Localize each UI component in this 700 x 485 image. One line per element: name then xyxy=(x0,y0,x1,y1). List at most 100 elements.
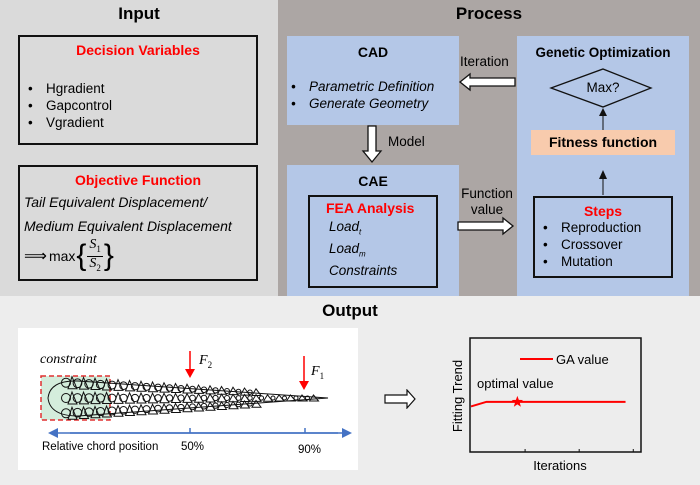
fea-analysis-box: FEA Analysis Loadt Loadm Constraints xyxy=(308,195,438,288)
list-item: Reproduction xyxy=(539,219,671,236)
x-ticks xyxy=(524,449,634,452)
lattice-node xyxy=(154,383,162,392)
fitting-trend-chart: GA value optimal value Iterations Fittin… xyxy=(450,337,642,473)
decision-variables-box: Decision Variables Hgradient Gapcontrol … xyxy=(18,35,258,145)
implies-arrow-icon: ⟹ xyxy=(24,248,47,266)
model-label: Model xyxy=(388,134,425,149)
lattice-node xyxy=(247,395,253,401)
numerator: S xyxy=(89,237,97,252)
lattice-cell xyxy=(216,400,228,410)
lattice-cell xyxy=(124,403,136,417)
process-title: Process xyxy=(455,4,523,23)
arrowhead-icon xyxy=(599,170,607,179)
lattice-node xyxy=(154,394,162,402)
optimal-value-star-icon xyxy=(511,395,524,407)
lattice-cell xyxy=(113,404,124,417)
chart-frame xyxy=(469,337,642,453)
lattice-node xyxy=(224,402,230,409)
constraints-label: Constraints xyxy=(329,263,398,279)
fitness-function-box: Fitness function xyxy=(531,130,675,155)
objective-function-heading: Objective Function xyxy=(74,172,201,188)
cad-box: CAD Parametric Definition Generate Geome… xyxy=(287,36,459,125)
function-value-line-2: value xyxy=(470,202,504,217)
lattice-cell xyxy=(113,378,124,391)
relative-chord-label: Relative chord position xyxy=(42,441,159,453)
arrowhead-icon xyxy=(599,108,607,116)
lattice-node xyxy=(305,395,310,401)
lattice-cell xyxy=(228,393,239,403)
lattice-node xyxy=(212,387,219,394)
decision-variables-list: Hgradient Gapcontrol Vgradient xyxy=(24,80,256,131)
morphing-structure-svg xyxy=(40,351,352,438)
lattice-node xyxy=(235,401,242,408)
input-title: Input xyxy=(118,4,160,23)
lattice-node xyxy=(200,402,208,410)
lattice-structure xyxy=(61,375,320,420)
genetic-optimization-box: Genetic Optimization Max? Fitness functi… xyxy=(517,36,689,296)
y-axis-label: Fitting Trend xyxy=(450,360,465,432)
steps-heading: Steps xyxy=(583,203,623,219)
iteration-arrow-icon xyxy=(458,72,516,92)
f1-text: F xyxy=(311,364,320,379)
lattice-cell xyxy=(228,400,239,410)
lattice-node xyxy=(235,388,242,395)
lattice-cell xyxy=(78,405,90,420)
lattice-node xyxy=(282,395,287,401)
lattice-cell xyxy=(101,377,113,391)
steps-list: Reproduction Crossover Mutation xyxy=(539,219,671,270)
lattice-node xyxy=(293,395,299,401)
tick-50-label: 50% xyxy=(181,441,205,453)
lattice-node xyxy=(224,387,230,394)
list-item: Mutation xyxy=(539,253,671,270)
constraint-label: constraint xyxy=(40,352,97,367)
lattice-node xyxy=(270,395,276,401)
load-t: Loadt xyxy=(329,219,436,237)
steps-box: Steps Reproduction Crossover Mutation xyxy=(533,196,673,278)
lattice-cell xyxy=(90,405,101,419)
airfoil-outline xyxy=(47,380,329,417)
list-item: Generate Geometry xyxy=(287,95,459,112)
lattice-node xyxy=(165,404,174,412)
lattice-cell xyxy=(67,375,78,390)
lattice-cell xyxy=(67,405,78,420)
list-item: Vgradient xyxy=(24,114,256,131)
lattice-cell xyxy=(239,399,251,409)
left-brace: { xyxy=(76,239,87,273)
function-value-arrow-icon xyxy=(457,216,515,236)
lattice-cell xyxy=(251,399,262,408)
axis-right-arrow-icon xyxy=(342,428,352,438)
max-decision-label: Max? xyxy=(586,80,620,95)
model-arrow-icon xyxy=(361,125,383,164)
load-t-text: Load xyxy=(329,219,360,234)
lattice-cell xyxy=(78,390,90,405)
max-decision-diamond xyxy=(549,68,653,108)
right-brace: } xyxy=(103,239,114,273)
lattice-node xyxy=(177,385,185,393)
lattice-node xyxy=(142,405,151,414)
objective-function-box: Objective Function Tail Equivalent Displ… xyxy=(18,165,258,281)
load-m-sub: m xyxy=(359,249,366,259)
lattice-node xyxy=(247,401,253,407)
cae-box: CAE FEA Analysis Loadt Loadm Constraints xyxy=(287,165,459,296)
list-item: Crossover xyxy=(539,236,671,253)
list-item: Parametric Definition xyxy=(287,78,459,95)
lattice-node xyxy=(177,394,185,402)
legend-label: GA value xyxy=(556,352,609,367)
denominator-sub: 2 xyxy=(96,262,101,273)
lattice-cell xyxy=(216,393,228,403)
lattice-cell xyxy=(90,376,101,391)
process-panel: Process CAD Parametric Definition Genera… xyxy=(278,0,700,296)
optimal-value-annotation: optimal value xyxy=(477,376,554,391)
lattice-cell xyxy=(124,391,136,404)
ga-value-series xyxy=(470,400,626,408)
iteration-label: Iteration xyxy=(460,54,509,69)
input-panel: Input Decision Variables Hgradient Gapco… xyxy=(0,0,278,296)
force-f1-label: F1 xyxy=(311,364,324,381)
lattice-cell xyxy=(113,391,124,404)
lattice-cell xyxy=(297,394,309,402)
lattice-node xyxy=(165,384,174,392)
lattice-cell xyxy=(78,376,90,390)
output-panel: Output constraint F2 F1 Relative chord p… xyxy=(0,296,700,485)
load-m: Loadm xyxy=(329,241,436,259)
fea-heading: FEA Analysis xyxy=(326,200,415,216)
